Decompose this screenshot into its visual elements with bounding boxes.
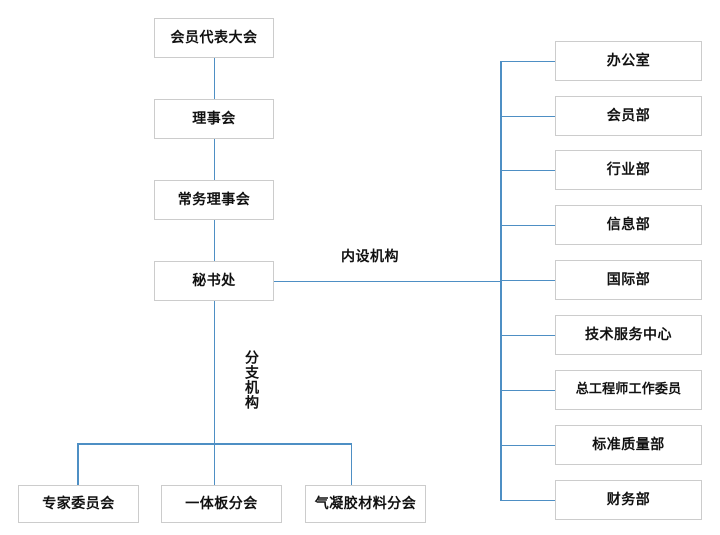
connector-stub-international [500, 279, 555, 281]
node-council[interactable]: 理事会 [154, 99, 274, 139]
connector-stub-industry [500, 169, 555, 171]
connector-branch-drop-integrated-board [213, 443, 215, 485]
connector-stub-membership [500, 115, 555, 117]
node-international[interactable]: 国际部 [555, 260, 702, 300]
node-aerogel-material-branch[interactable]: 气凝胶材料分会 [305, 485, 426, 523]
node-integrated-board-branch[interactable]: 一体板分会 [161, 485, 282, 523]
connector-assembly-to-council [213, 58, 215, 99]
edge-label-branch-organizations: 分支机构 [243, 350, 259, 410]
connector-secretariat-to-branch-bar [213, 301, 215, 444]
node-membership[interactable]: 会员部 [555, 96, 702, 136]
connector-secretariat-to-internal-trunk [274, 280, 501, 282]
connector-council-to-standing-council [213, 139, 215, 180]
connector-stub-finance [500, 499, 555, 501]
connector-stub-chief-engineer-committee [500, 389, 555, 391]
node-expert-committee[interactable]: 专家委员会 [18, 485, 139, 523]
connector-standing-council-to-secretariat [213, 220, 215, 261]
node-secretariat[interactable]: 秘书处 [154, 261, 274, 301]
node-industry[interactable]: 行业部 [555, 150, 702, 190]
node-chief-engineer-committee[interactable]: 总工程师工作委员 [555, 370, 702, 410]
connector-stub-standard-quality [500, 444, 555, 446]
connector-stub-information [500, 224, 555, 226]
node-finance[interactable]: 财务部 [555, 480, 702, 520]
node-office[interactable]: 办公室 [555, 41, 702, 81]
node-standard-quality[interactable]: 标准质量部 [555, 425, 702, 465]
node-standing-council[interactable]: 常务理事会 [154, 180, 274, 220]
edge-label-internal-organizations: 内设机构 [341, 249, 399, 265]
connector-stub-tech-service-center [500, 334, 555, 336]
connector-internal-trunk [500, 61, 502, 501]
connector-branch-drop-expert-committee [77, 443, 79, 485]
node-assembly[interactable]: 会员代表大会 [154, 18, 274, 58]
node-tech-service-center[interactable]: 技术服务中心 [555, 315, 702, 355]
node-information[interactable]: 信息部 [555, 205, 702, 245]
connector-branch-drop-aerogel-material [350, 443, 352, 485]
connector-stub-office [500, 60, 555, 62]
